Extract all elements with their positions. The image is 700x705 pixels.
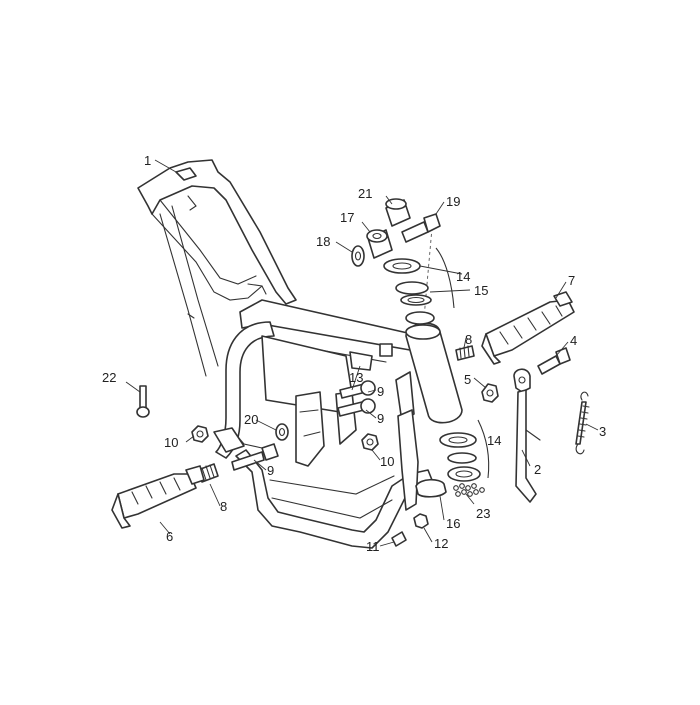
bracket-lower-bearings [477,419,490,479]
callout-21: 21 [358,186,372,201]
callout-11: 11 [366,539,380,554]
callout-17: 17 [340,210,354,225]
frame [137,159,463,549]
upper-steering-bearings [383,227,435,325]
stand-nut-part [481,383,499,403]
callout-2: 2 [534,462,541,477]
callout-22: 22 [102,370,116,385]
left-footpeg-part [111,465,205,529]
callout-5: 5 [464,372,471,387]
callout-8-lower: 8 [220,499,227,514]
callout-4: 4 [570,333,577,348]
callout-9-left: 9 [267,463,274,478]
callout-7: 7 [568,273,575,288]
washer-part [351,245,365,267]
callout-10-centre: 10 [380,454,394,469]
bushing-part [366,229,393,259]
bearing-balls-part [453,483,485,497]
callout-1: 1 [144,153,151,168]
callout-15: 15 [474,283,488,298]
callout-labels: 1 2 3 4 5 6 7 8 8 9 9 9 10 10 11 12 13 1… [102,153,606,554]
side-stand-part [513,368,541,503]
peg-spring-upper-part [455,345,475,361]
callout-13: 13 [349,370,363,385]
lower-steering-bearings [439,432,481,482]
callout-14-upper: 14 [456,269,470,284]
long-bolt-part [401,213,441,243]
callout-16: 16 [446,516,460,531]
stand-bolt-part [537,347,571,375]
callout-9-lower: 9 [377,411,384,426]
callout-12: 12 [434,536,448,551]
callout-3: 3 [599,424,606,439]
callout-8-upper: 8 [465,332,472,347]
lower-nut-part [413,513,429,529]
bolt-left-part [231,443,279,471]
callout-10-left: 10 [164,435,178,450]
callout-6: 6 [166,529,173,544]
callout-18: 18 [316,234,330,249]
screw-part [391,531,407,547]
nut-left-part [191,425,209,443]
callout-23: 23 [476,506,490,521]
pin-part [136,385,150,418]
bracket-upper-bearings [435,247,455,309]
sleeve-part [385,198,411,227]
leader-lines [125,159,599,547]
callout-14-lower: 14 [487,433,501,448]
callout-20: 20 [244,412,258,427]
right-footpeg-part [481,291,575,365]
small-bushing-part [275,423,289,441]
callout-9-upper: 9 [377,384,384,399]
callout-19: 19 [446,194,460,209]
bolt-lower-centre-part [337,398,376,417]
nut-centre-part [361,433,379,451]
stand-spring-part [575,391,590,455]
